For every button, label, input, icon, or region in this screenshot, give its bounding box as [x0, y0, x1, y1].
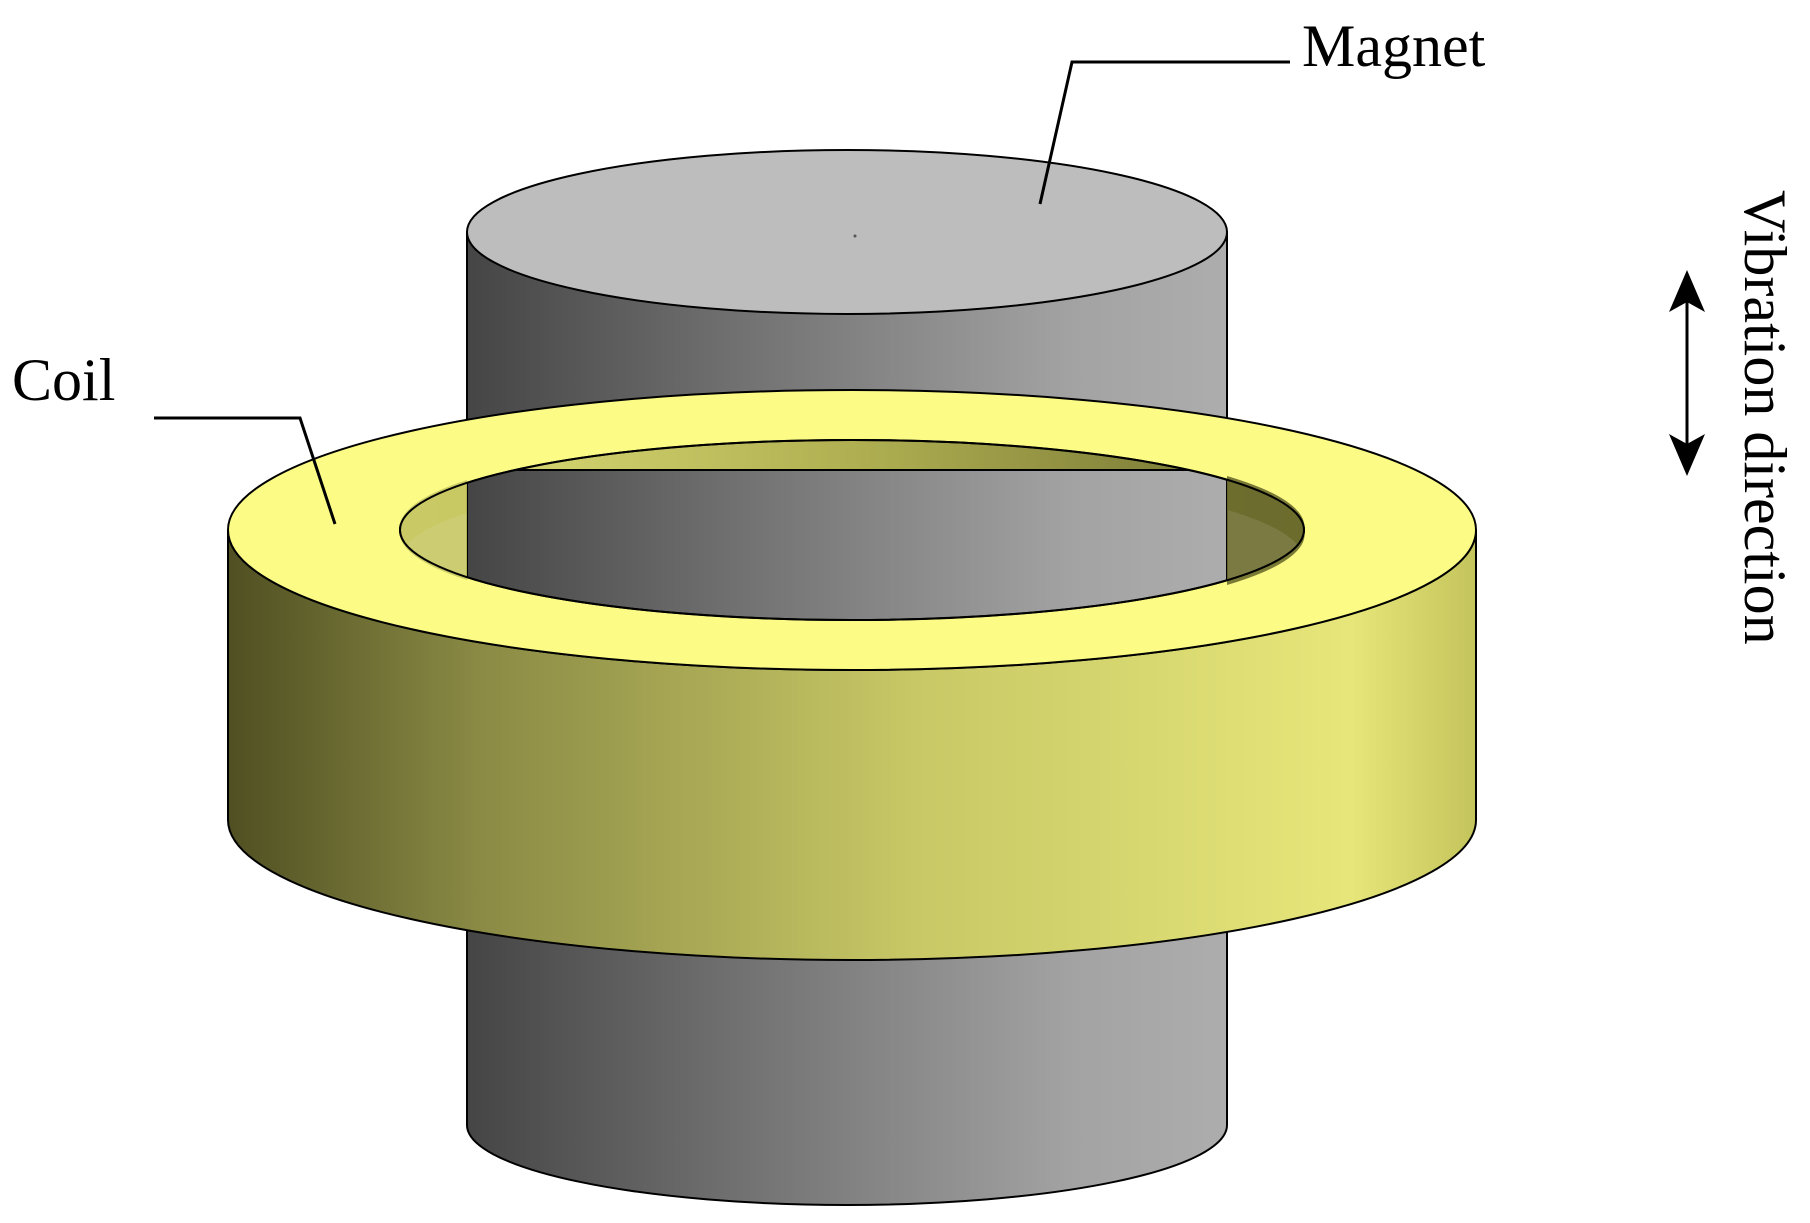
coil-leader-line: [154, 416, 337, 525]
magnet-center-dot: [853, 234, 857, 238]
coil-label: Coil: [12, 347, 115, 413]
vibration-arrow-icon: [1669, 270, 1705, 476]
magnet-body-inner: [466, 469, 1228, 621]
magnet-label: Magnet: [1302, 13, 1486, 79]
coil-opening-outline: [399, 439, 1305, 621]
magnet-leader-line: [1038, 60, 1290, 205]
magnet-lower-body: [466, 929, 1228, 1206]
magnet-top-face: [466, 149, 1228, 315]
vibration-direction-label: Vibration direction: [1732, 190, 1798, 645]
